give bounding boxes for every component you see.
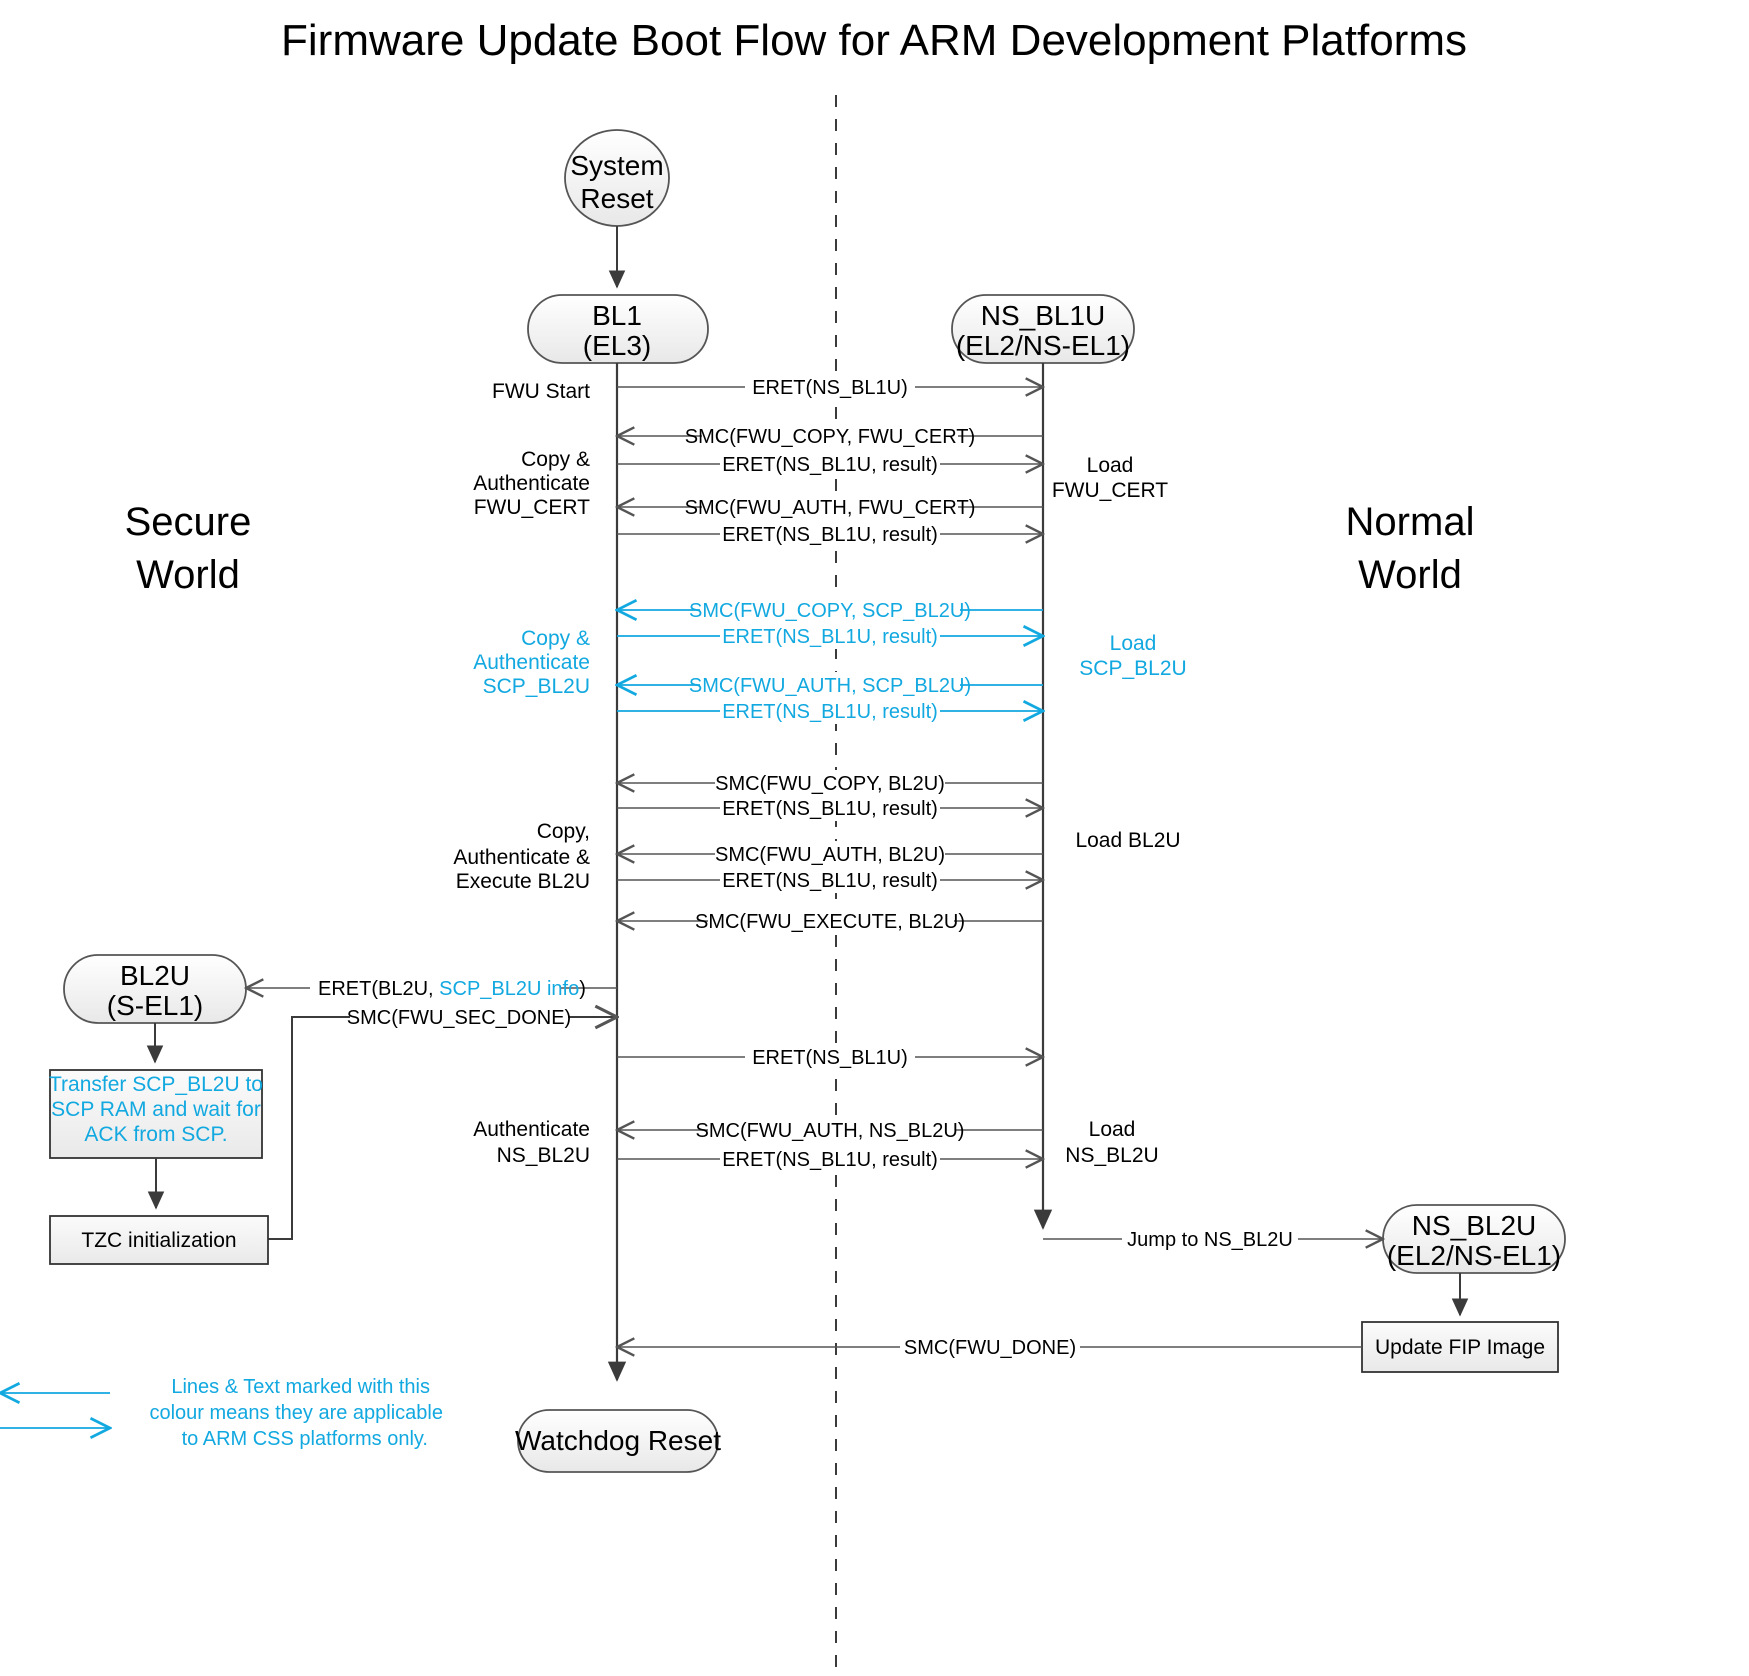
- message-label-eret-bl2u: ERET(BL2U, SCP_BL2U info): [318, 978, 586, 1000]
- message-label-bg-smc-sec-done: [350, 1004, 568, 1030]
- right-annotation-load-scp-line1: Load: [1110, 632, 1157, 655]
- message-label-bg-jump: [1122, 1226, 1298, 1252]
- process-box-transfer-line3: ACK from SCP.: [84, 1123, 227, 1146]
- message-label-bg-6: [720, 623, 940, 649]
- right-annotation-load-cert-line2: FWU_CERT: [1052, 479, 1168, 502]
- node-ns-bl2u-label-line2: (EL2/NS-EL1): [1387, 1240, 1561, 1271]
- node-system-reset-label-line1: System: [570, 150, 663, 181]
- message-label-bg-5: [700, 597, 960, 623]
- right-annotation-load-bl2u: Load BL2U: [1075, 829, 1180, 852]
- message-label-smc-fwu-done: SMC(FWU_DONE): [904, 1337, 1076, 1359]
- message-label-bg-3: [702, 494, 958, 520]
- message-label-14: ERET(NS_BL1U): [752, 1047, 908, 1069]
- secure-world-label-line1: Secure: [125, 500, 252, 544]
- right-annotation-load-scp-line2: SCP_BL2U: [1079, 657, 1186, 680]
- normal-world-label-line1: Normal: [1346, 500, 1475, 544]
- message-label-bg-smc-fwu-done: [900, 1334, 1080, 1360]
- left-annotation-copy-auth-cert-line3: FWU_CERT: [474, 496, 590, 519]
- node-bl2u-label-line2: (S-EL1): [107, 990, 203, 1021]
- left-annotation-copy-auth-exec-line3: Execute BL2U: [456, 870, 590, 893]
- message-label-7: SMC(FWU_AUTH, SCP_BL2U): [689, 675, 971, 697]
- left-annotation-auth-nsbl2u-line1: Authenticate: [473, 1118, 590, 1141]
- process-box-update-fip-image[interactable]: [1361, 1321, 1559, 1373]
- message-label-16: ERET(NS_BL1U, result): [722, 1149, 938, 1171]
- node-ns-bl2u-label-line1: NS_BL2U: [1412, 1210, 1537, 1241]
- right-annotation-load-nsbl2u-line1: Load: [1089, 1118, 1136, 1141]
- message-label-1: SMC(FWU_COPY, FWU_CERT): [685, 426, 975, 448]
- message-label-bg-16: [720, 1146, 940, 1172]
- process-box-transfer-line2: SCP RAM and wait for: [51, 1098, 261, 1121]
- message-label-bg-0: [745, 374, 915, 400]
- node-watchdog-reset-label: Watchdog Reset: [515, 1425, 721, 1456]
- node-bl1-label-line1: BL1: [592, 300, 642, 331]
- message-label-11: SMC(FWU_AUTH, BL2U): [715, 844, 945, 866]
- left-annotation-copy-auth-exec-line1: Copy,: [537, 820, 590, 843]
- message-label-bg-12: [720, 867, 940, 893]
- message-label-bg-4: [720, 521, 940, 547]
- message-label-13: SMC(FWU_EXECUTE, BL2U): [695, 911, 965, 933]
- process-box-tzc-initialization[interactable]: [49, 1215, 269, 1265]
- message-label-15: SMC(FWU_AUTH, NS_BL2U): [696, 1120, 965, 1142]
- message-label-3: SMC(FWU_AUTH, FWU_CERT): [685, 497, 976, 519]
- node-ns-bl1u-label-line1: NS_BL1U: [981, 300, 1106, 331]
- process-box-transfer-line1: Transfer SCP_BL2U to: [49, 1073, 263, 1096]
- message-label-bg-11: [715, 841, 945, 867]
- right-annotation-load-cert-line1: Load: [1087, 454, 1134, 477]
- message-label-bg-9: [715, 770, 945, 796]
- secure-world-label-line2: World: [136, 553, 240, 597]
- left-annotation-copy-auth-scp-line2: Authenticate: [473, 651, 590, 674]
- eret-bl2u-suffix: ): [579, 978, 586, 1000]
- node-bl2u-label-line1: BL2U: [120, 960, 190, 991]
- message-label-bg-15: [708, 1117, 956, 1143]
- node-watchdog-reset[interactable]: [517, 1409, 719, 1473]
- message-label-0: ERET(NS_BL1U): [752, 377, 908, 399]
- left-annotation-auth-nsbl2u-line2: NS_BL2U: [497, 1144, 590, 1167]
- legend-text-line1: Lines & Text marked with this: [171, 1376, 430, 1398]
- message-label-bg-8: [720, 698, 940, 724]
- left-annotation-fwu-start: FWU Start: [492, 380, 590, 403]
- message-label-bg-7: [700, 672, 960, 698]
- message-label-4: ERET(NS_BL1U, result): [722, 524, 938, 546]
- right-annotation-load-nsbl2u-line2: NS_BL2U: [1065, 1144, 1158, 1167]
- eret-bl2u-prefix: ERET(BL2U,: [318, 978, 439, 1000]
- message-label-bg-eret-bl2u: [310, 975, 560, 1001]
- message-label-6: ERET(NS_BL1U, result): [722, 626, 938, 648]
- message-label-bg-2: [720, 451, 940, 477]
- message-label-8: ERET(NS_BL1U, result): [722, 701, 938, 723]
- message-label-2: ERET(NS_BL1U, result): [722, 454, 938, 476]
- normal-world-label-line2: World: [1358, 553, 1462, 597]
- process-box-transfer-scp-bl2u[interactable]: [49, 1069, 263, 1159]
- left-annotation-copy-auth-exec-line2: Authenticate &: [453, 846, 590, 869]
- left-annotation-copy-auth-cert-line2: Authenticate: [473, 472, 590, 495]
- page-title: Firmware Update Boot Flow for ARM Develo…: [281, 16, 1467, 65]
- message-label-10: ERET(NS_BL1U, result): [722, 798, 938, 820]
- message-label-bg-13: [708, 908, 954, 934]
- legend-text-line3: to ARM CSS platforms only.: [182, 1428, 428, 1450]
- message-label-bg-14: [745, 1044, 915, 1070]
- node-ns-bl1u-label-line2: (EL2/NS-EL1): [956, 330, 1130, 361]
- node-bl1-label-line2: (EL3): [583, 330, 651, 361]
- message-label-jump-to-ns-bl2u: Jump to NS_BL2U: [1127, 1229, 1293, 1251]
- message-label-9: SMC(FWU_COPY, BL2U): [715, 773, 945, 795]
- message-label-bg-10: [720, 795, 940, 821]
- message-label-smc-sec-done: SMC(FWU_SEC_DONE): [347, 1007, 571, 1029]
- left-annotation-copy-auth-scp-line1: Copy &: [521, 627, 590, 650]
- message-label-5: SMC(FWU_COPY, SCP_BL2U): [689, 600, 971, 622]
- eret-bl2u-cyan-part: SCP_BL2U info: [439, 978, 579, 1000]
- process-box-tzc-label: TZC initialization: [81, 1229, 236, 1252]
- left-annotation-copy-auth-scp-line3: SCP_BL2U: [483, 675, 590, 698]
- node-system-reset-label-line2: Reset: [580, 183, 653, 214]
- legend-text-line2: colour means they are applicable: [149, 1402, 443, 1424]
- left-annotation-copy-auth-cert-line1: Copy &: [521, 448, 590, 471]
- process-box-update-fip-label: Update FIP Image: [1375, 1336, 1545, 1359]
- message-label-bg-1: [702, 423, 958, 449]
- message-label-12: ERET(NS_BL1U, result): [722, 870, 938, 892]
